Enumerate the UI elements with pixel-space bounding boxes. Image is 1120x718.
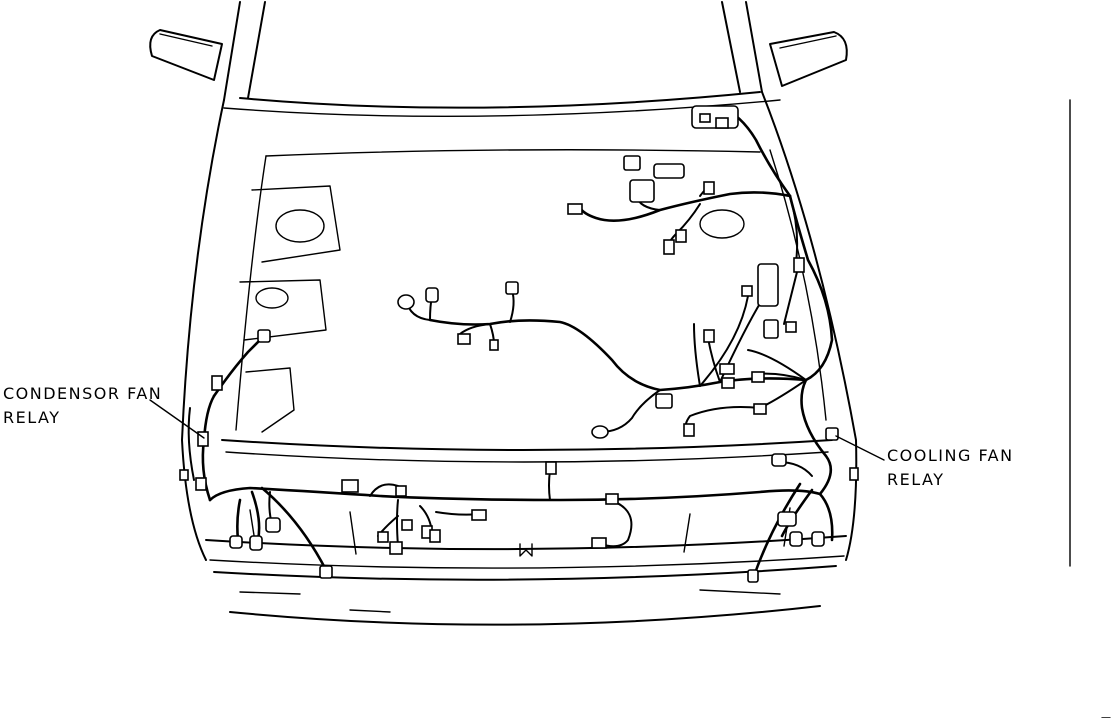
condensor-fan-relay-label-line1: CONDENSOR FAN — [3, 384, 163, 403]
cooling-fan-relay-label-line2: RELAY — [887, 470, 945, 489]
cooling-fan-relay-label-line1: COOLING FAN — [887, 446, 1014, 465]
condensor-fan-relay-label-line2: RELAY — [3, 408, 61, 427]
condensor-fan-relay-label: CONDENSOR FAN RELAY — [3, 382, 162, 430]
vehicle-body-outline — [149, 1, 1071, 626]
cooling-fan-relay-label: COOLING FAN RELAY — [887, 444, 1014, 492]
leader-lines — [149, 399, 885, 461]
connectors — [179, 105, 859, 583]
wiring-harness — [187, 110, 834, 578]
